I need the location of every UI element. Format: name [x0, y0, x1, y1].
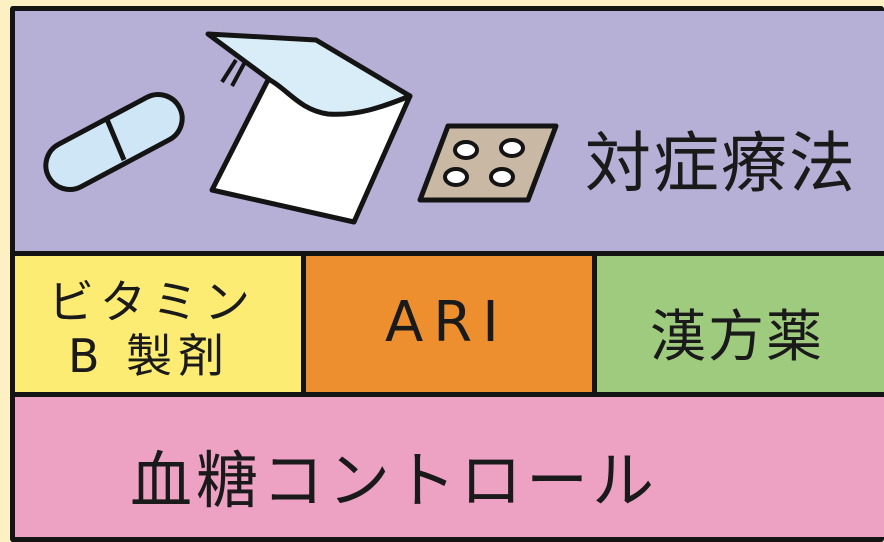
capsule-icon [43, 92, 185, 192]
patch-icon [205, 31, 413, 225]
ari-label: ARI [385, 290, 509, 355]
ari-block [301, 251, 597, 397]
vitamin-b-block [10, 251, 306, 397]
kampo-label: 漢方薬 [650, 305, 824, 370]
glucose-control-label: 血糖コントロール [130, 444, 659, 517]
symptomatic-therapy-label: 対症療法 [585, 125, 857, 202]
vitamin-b-label-line2: B 製剤 [68, 329, 231, 383]
vitamin-b-label-line1: ビタミン [48, 275, 256, 329]
blister-pack-icon [417, 123, 559, 203]
